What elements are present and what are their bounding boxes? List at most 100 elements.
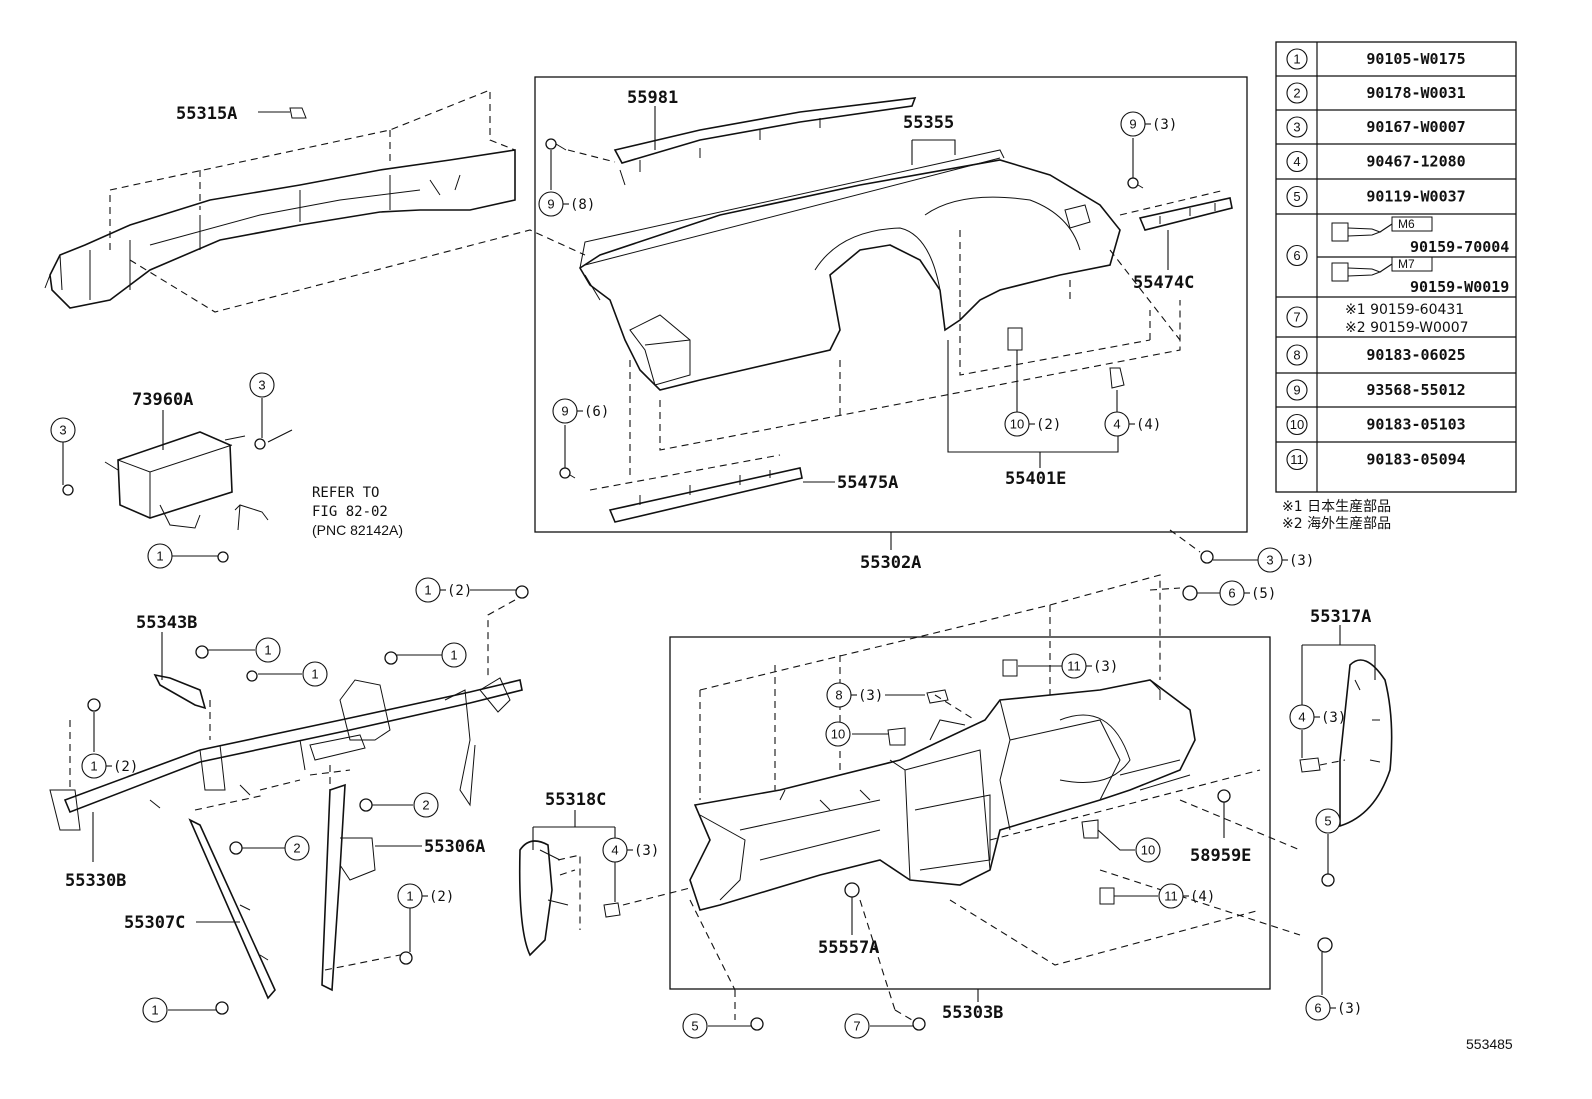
clip-10-top <box>887 727 906 746</box>
part-55355-illustration <box>578 149 1121 391</box>
table-row-number: 4 <box>1293 154 1300 169</box>
callout-c1-e: 1 <box>142 997 168 1023</box>
refer-to-line3: (PNC 82142A) <box>312 522 403 538</box>
bolt-1-airbag <box>217 551 229 563</box>
part-label-55355: 55355 <box>903 113 954 133</box>
callout-number: 1 <box>424 583 431 598</box>
callout-quantity: (6) <box>584 404 609 420</box>
callout-number: 11 <box>1164 889 1178 904</box>
callout-c10-a: 10 <box>825 721 851 747</box>
bolt-5-right <box>1321 873 1335 887</box>
callout-c6-3: 6 (3) <box>1305 995 1362 1021</box>
table-row-number: 10 <box>1290 417 1304 432</box>
callout-number: 1 <box>450 648 457 663</box>
callout-quantity: (4) <box>1190 889 1215 905</box>
callout-number: 10 <box>1141 843 1155 858</box>
refer-to-line2: FIG 82-02 <box>312 504 388 520</box>
bolt-6-bottom <box>1317 937 1333 953</box>
callout-number: 3 <box>59 423 66 438</box>
table-row: 1 90105-W0175 <box>1286 48 1466 70</box>
callout-c10-2: 10(2) <box>1004 411 1061 437</box>
bolt-7-bottom <box>912 1017 926 1031</box>
part-label-58959E: 58959E <box>1190 846 1251 866</box>
part-73960A-illustration <box>104 431 269 531</box>
callout-c10-b: 10 <box>1135 837 1161 863</box>
callout-c4-3a: 4(3) <box>602 837 659 863</box>
callout-quantity: (2) <box>1036 417 1061 433</box>
part-55557A-clip <box>844 882 860 898</box>
table-row-code: 90183-05103 <box>1366 416 1465 434</box>
clip-11-top <box>1002 659 1018 677</box>
part-55303B-illustration <box>689 679 1196 911</box>
callout-quantity: (8) <box>570 197 595 213</box>
callout-c3-3: 3(3) <box>1257 547 1314 573</box>
callout-quantity: (2) <box>429 889 454 905</box>
part-55474C-illustration <box>1138 197 1233 231</box>
clip-4-right <box>1299 757 1321 773</box>
bolt-1-bottom <box>215 1001 229 1015</box>
callout-number: 1 <box>406 889 413 904</box>
callout-c2-b: 2 <box>284 835 310 861</box>
table-row-number: 11 <box>1290 452 1304 467</box>
table-row-code: 90105-W0175 <box>1366 50 1465 68</box>
callout-c1-a: 1 <box>147 543 173 569</box>
part-label-55306A: 55306A <box>424 837 485 857</box>
figure-id: 553485 <box>1466 1036 1513 1052</box>
callout-c2-a: 2 <box>413 792 439 818</box>
callout-number: 11 <box>1067 659 1081 674</box>
table-row-number: 8 <box>1293 348 1300 363</box>
callout-number: 4 <box>611 843 618 858</box>
callout-c4-4: 4(4) <box>1104 411 1161 437</box>
table-row-code: ※1 90159-60431 <box>1345 302 1464 318</box>
callout-number: 1 <box>151 1003 158 1018</box>
part-55306A-illustration <box>321 783 376 992</box>
callout-quantity: (3) <box>1152 117 1177 133</box>
callout-quantity: (4) <box>1136 417 1161 433</box>
callout-quantity: (2) <box>447 583 472 599</box>
table-row-number: 7 <box>1293 310 1300 325</box>
part-label-73960A: 73960A <box>132 390 193 410</box>
callout-c1-c: 1 <box>302 661 328 687</box>
part-label-55303B: 55303B <box>942 1003 1003 1023</box>
screw-9-topright <box>1127 177 1144 189</box>
table-row-code: 90159-W0019 <box>1410 278 1509 296</box>
table-row-code: 90119-W0037 <box>1366 188 1465 206</box>
bolt-1-a <box>195 645 209 659</box>
table-row-number: 2 <box>1293 86 1300 101</box>
callout-number: 1 <box>90 759 97 774</box>
callout-c1-d: 1 <box>441 642 467 668</box>
callout-number: 8 <box>835 688 842 703</box>
callout-c9-8: 9(8) <box>538 191 595 217</box>
part-55343B-illustration <box>153 673 207 710</box>
callout-number: 9 <box>561 404 568 419</box>
callout-number: 6 <box>1314 1001 1321 1016</box>
table-row-number: 1 <box>1293 52 1300 67</box>
table-note-2: ※2 海外生産部品 <box>1282 516 1391 532</box>
callout-c1-2b: 1(2) <box>81 753 138 779</box>
callout-quantity: (3) <box>1289 553 1314 569</box>
nut-8 <box>926 689 949 704</box>
callout-quantity: (3) <box>858 688 883 704</box>
bolt-6-top <box>1182 585 1198 601</box>
part-55318C-illustration <box>518 840 569 957</box>
callout-quantity: (3) <box>1337 1001 1362 1017</box>
callout-number: 7 <box>853 1019 860 1034</box>
table-row-number: 6 <box>1293 248 1300 263</box>
part-label-55557A: 55557A <box>818 938 879 958</box>
clip-11-bottom <box>1099 887 1115 905</box>
part-label-55475A: 55475A <box>837 473 898 493</box>
callout-c4-3b: 4(3) <box>1289 704 1346 730</box>
clip-4-left <box>603 902 621 918</box>
callout-number: 1 <box>264 643 271 658</box>
bolt-1-top <box>515 585 529 599</box>
bolt-size-label: M7 <box>1398 257 1415 271</box>
callout-c5-a: 5 <box>1315 808 1341 834</box>
table-row-number: 3 <box>1293 120 1300 135</box>
callout-c3-a: 3 <box>50 417 76 443</box>
refer-to-line1: REFER TO <box>312 485 379 501</box>
